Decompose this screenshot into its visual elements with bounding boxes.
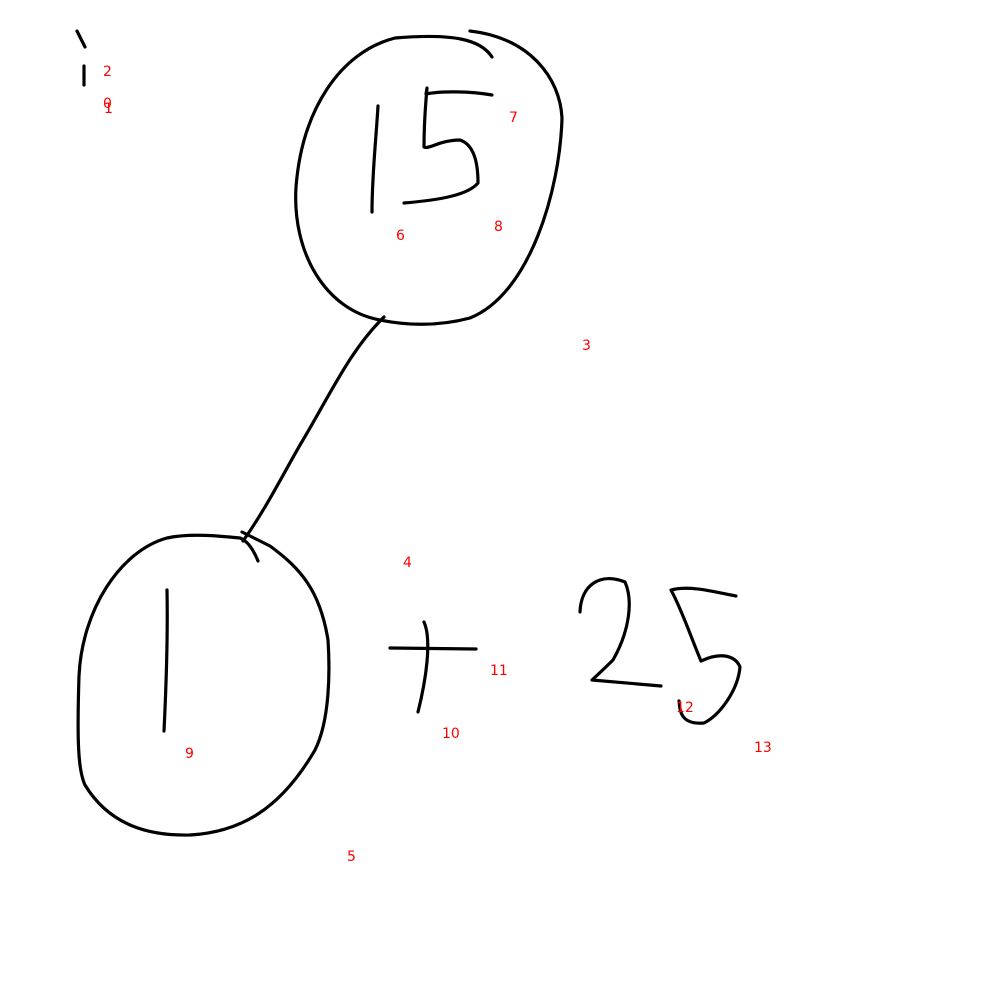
stroke-12 — [578, 577, 663, 688]
stroke-index-label: 7 — [509, 110, 518, 126]
stroke-index-label: 9 — [185, 746, 194, 762]
stroke-index-label: 5 — [347, 849, 356, 865]
stroke-11 — [388, 646, 478, 651]
stroke-3 — [241, 315, 386, 543]
stroke-index-label: 13 — [754, 740, 772, 756]
stroke-index-label: 8 — [494, 219, 503, 235]
stroke-0 — [75, 29, 87, 49]
stroke-10 — [416, 620, 430, 714]
stroke-6 — [370, 104, 380, 214]
stroke-9 — [162, 588, 169, 733]
stroke-2 — [294, 29, 564, 326]
stroke-index-label: 3 — [582, 338, 591, 354]
stroke-13 — [669, 586, 742, 725]
stroke-index-label: 1 — [104, 101, 113, 117]
stroke-index-label: 11 — [490, 663, 508, 679]
stroke-7 — [402, 86, 494, 205]
stroke-index-label: 2 — [103, 64, 112, 80]
stroke-index-label: 4 — [403, 555, 412, 571]
stroke-index-label: 10 — [442, 726, 460, 742]
stroke-index-label: 6 — [396, 228, 405, 244]
stroke-4 — [76, 530, 331, 837]
ink-strokes — [75, 29, 742, 837]
stroke-index-label: 12 — [676, 700, 694, 716]
stroke-index-label: 0 — [103, 96, 112, 112]
